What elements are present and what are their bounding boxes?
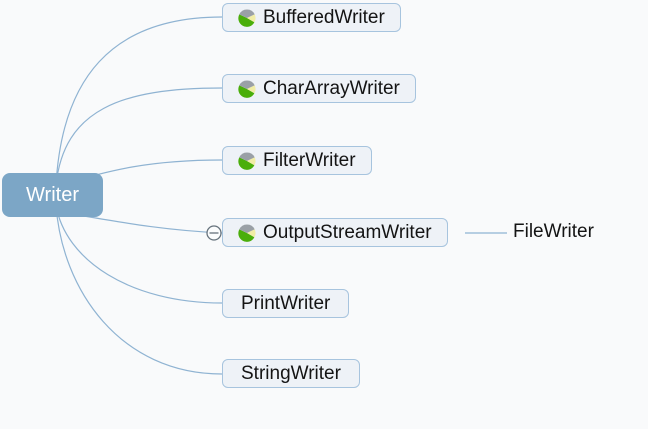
node-label: FileWriter [513,221,594,242]
node-label: CharArrayWriter [263,77,400,99]
node-filterwriter[interactable]: OutputStreamWriter FilterWriter [222,146,372,175]
node-label: OutputStreamWriter [263,221,432,243]
node-label: StringWriter [241,362,341,384]
node-chararraywriter[interactable]: CharArrayWriter [222,74,416,103]
node-stringwriter[interactable]: StringWriter [222,359,360,388]
node-filewriter[interactable]: FileWriter [513,221,594,243]
class-icon [238,9,256,27]
node-label: PrintWriter [241,292,331,314]
node-printwriter[interactable]: PrintWriter [222,289,350,318]
class-icon [238,224,256,242]
collapse-toggle-icon[interactable] [206,225,222,241]
node-writer[interactable]: Writer [2,173,103,217]
edge-writer-stringwriter [55,204,223,375]
class-icon [238,80,256,98]
node-outputstreamwriter[interactable]: OutputStreamWriter [222,218,448,247]
class-icon [238,152,256,170]
edge-writer-bufferedwriter [55,16,223,186]
node-bufferedwriter[interactable]: BufferedWriter [222,3,401,32]
node-writer-label: Writer [26,183,79,206]
edge-writer-printwriter [55,204,223,304]
edge-writer-chararraywriter [55,87,223,186]
node-label: BufferedWriter [263,6,385,28]
node-label: FilterWriter [263,149,356,171]
